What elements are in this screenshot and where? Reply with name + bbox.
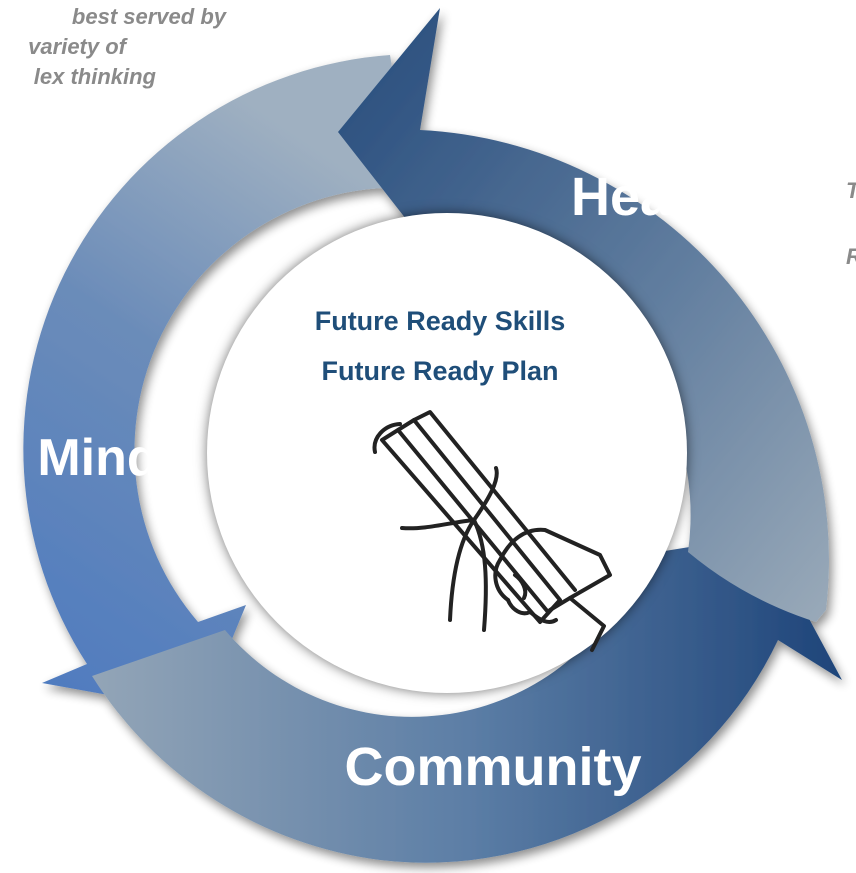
diploma-scroll-hand-icon bbox=[372, 410, 612, 652]
community-label: Community bbox=[345, 737, 642, 797]
community-arrow-segment bbox=[92, 535, 842, 863]
right-quote: T R bbox=[846, 176, 856, 272]
center-line-2: Future Ready Plan bbox=[321, 356, 558, 386]
mind-label: Mind bbox=[37, 429, 158, 487]
heart-label: Heart bbox=[571, 167, 709, 227]
left-quote-line: best served by bbox=[71, 4, 226, 29]
mind-arrow-segment bbox=[23, 55, 413, 712]
right-quote-line: T bbox=[846, 176, 856, 206]
right-quote-line: R bbox=[846, 242, 856, 272]
left-quote-line: lex thinking bbox=[33, 64, 156, 89]
center-line-1: Future Ready Skills bbox=[315, 306, 566, 336]
left-quote: best served by variety of lex thinking bbox=[0, 2, 226, 92]
center-circle bbox=[207, 213, 687, 693]
left-quote-line: variety of bbox=[28, 34, 126, 59]
heart-arrow-segment bbox=[338, 8, 829, 622]
